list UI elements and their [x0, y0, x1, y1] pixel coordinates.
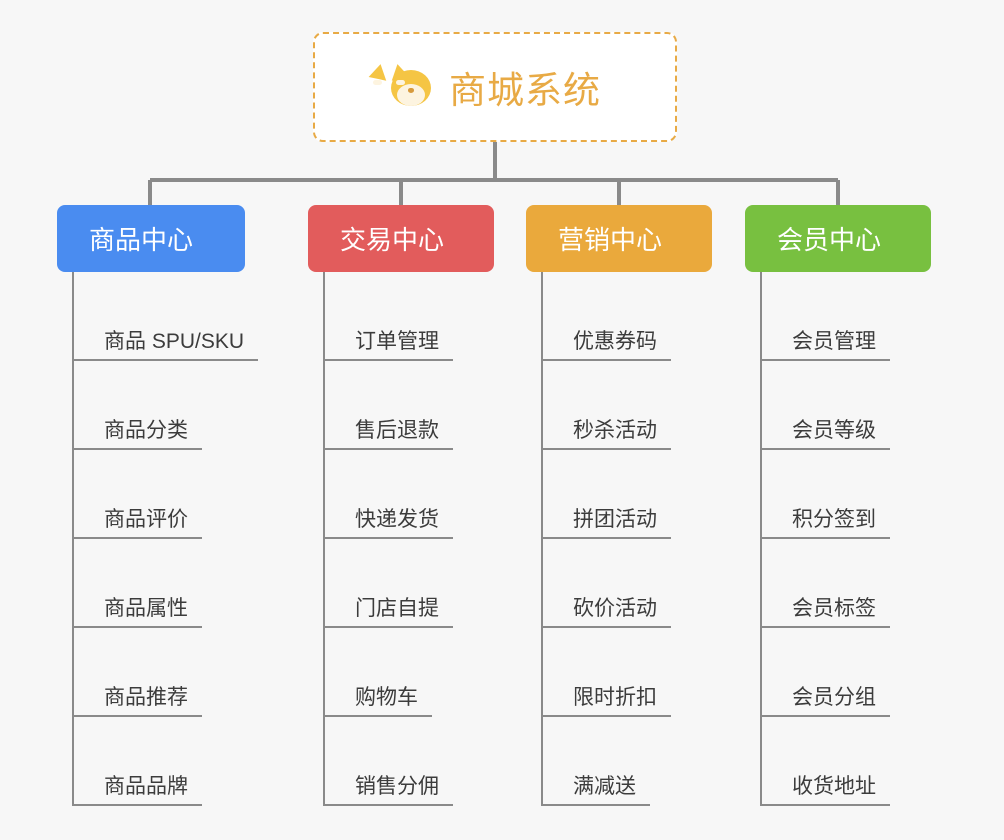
- list-item[interactable]: 限时折扣: [541, 628, 712, 717]
- leaf-label: 限时折扣: [541, 686, 671, 717]
- list-item[interactable]: 拼团活动: [541, 450, 712, 539]
- list-item[interactable]: 订单管理: [323, 272, 494, 361]
- leaf-label: 秒杀活动: [541, 419, 671, 450]
- branch-items-4: 会员管理 会员等级 积分签到 会员标签 会员分组 收货地址: [745, 272, 931, 806]
- leaf-label: 砍价活动: [541, 597, 671, 628]
- branch-header-marketing-center[interactable]: 营销中心: [526, 205, 712, 272]
- list-item[interactable]: 商品分类: [72, 361, 245, 450]
- root-node[interactable]: 商城系统: [313, 32, 677, 142]
- leaf-label: 积分签到: [760, 508, 890, 539]
- list-item[interactable]: 快递发货: [323, 450, 494, 539]
- list-item[interactable]: 优惠券码: [541, 272, 712, 361]
- list-item[interactable]: 商品推荐: [72, 628, 245, 717]
- leaf-label: 商品品牌: [72, 775, 202, 806]
- branch-header-trade-center[interactable]: 交易中心: [308, 205, 494, 272]
- branch-items-1: 商品 SPU/SKU 商品分类 商品评价 商品属性 商品推荐 商品品牌: [57, 272, 259, 806]
- leaf-label: 订单管理: [323, 330, 453, 361]
- list-item[interactable]: 会员分组: [760, 628, 931, 717]
- branch-header-label: 营销中心: [558, 225, 663, 255]
- branch-header-member-center[interactable]: 会员中心: [745, 205, 931, 272]
- branch-items-2: 订单管理 售后退款 快递发货 门店自提 购物车 销售分佣: [308, 272, 494, 806]
- branch-column-1: 商品中心 商品 SPU/SKU 商品分类 商品评价 商品属性 商品推荐 商品品牌: [57, 205, 259, 806]
- list-item[interactable]: 会员管理: [760, 272, 931, 361]
- branch-column-2: 交易中心 订单管理 售后退款 快递发货 门店自提 购物车 销售分佣: [308, 205, 494, 806]
- leaf-label: 商品 SPU/SKU: [72, 330, 259, 361]
- leaf-label: 满减送: [541, 775, 650, 806]
- leaf-label: 会员管理: [760, 330, 890, 361]
- leaf-label: 购物车: [323, 686, 432, 717]
- list-item[interactable]: 商品品牌: [72, 717, 245, 806]
- leaf-label: 优惠券码: [541, 330, 671, 361]
- branch-spine: [541, 272, 543, 806]
- list-item[interactable]: 商品 SPU/SKU: [72, 272, 259, 361]
- branch-header-label: 交易中心: [340, 225, 445, 255]
- branch-column-4: 会员中心 会员管理 会员等级 积分签到 会员标签 会员分组 收货地址: [745, 205, 931, 806]
- leaf-label: 会员等级: [760, 419, 890, 450]
- list-item[interactable]: 会员等级: [760, 361, 931, 450]
- leaf-label: 会员分组: [760, 686, 890, 717]
- branch-column-3: 营销中心 优惠券码 秒杀活动 拼团活动 砍价活动 限时折扣 满减送: [526, 205, 712, 806]
- leaf-label: 售后退款: [323, 419, 453, 450]
- branch-spine: [323, 272, 325, 806]
- root-title: 商城系统: [449, 70, 601, 111]
- branch-spine: [760, 272, 762, 806]
- leaf-label: 商品推荐: [72, 686, 202, 717]
- list-item[interactable]: 秒杀活动: [541, 361, 712, 450]
- branch-spine: [72, 272, 74, 806]
- list-item[interactable]: 商品评价: [72, 450, 245, 539]
- branch-header-label: 会员中心: [777, 225, 882, 255]
- list-item[interactable]: 门店自提: [323, 539, 494, 628]
- leaf-label: 商品评价: [72, 508, 202, 539]
- shiba-dog-icon: [368, 62, 435, 110]
- list-item[interactable]: 满减送: [541, 717, 712, 806]
- list-item[interactable]: 收货地址: [760, 717, 931, 806]
- list-item[interactable]: 积分签到: [760, 450, 931, 539]
- leaf-label: 会员标签: [760, 597, 890, 628]
- leaf-label: 门店自提: [323, 597, 453, 628]
- list-item[interactable]: 砍价活动: [541, 539, 712, 628]
- leaf-label: 快递发货: [323, 508, 453, 539]
- branch-items-3: 优惠券码 秒杀活动 拼团活动 砍价活动 限时折扣 满减送: [526, 272, 712, 806]
- branch-header-product-center[interactable]: 商品中心: [57, 205, 245, 272]
- list-item[interactable]: 售后退款: [323, 361, 494, 450]
- list-item[interactable]: 商品属性: [72, 539, 245, 628]
- leaf-label: 商品属性: [72, 597, 202, 628]
- list-item[interactable]: 会员标签: [760, 539, 931, 628]
- leaf-label: 商品分类: [72, 419, 202, 450]
- list-item[interactable]: 购物车: [323, 628, 494, 717]
- branch-header-label: 商品中心: [89, 225, 194, 255]
- leaf-label: 拼团活动: [541, 508, 671, 539]
- leaf-label: 收货地址: [760, 775, 890, 806]
- list-item[interactable]: 销售分佣: [323, 717, 494, 806]
- leaf-label: 销售分佣: [323, 775, 453, 806]
